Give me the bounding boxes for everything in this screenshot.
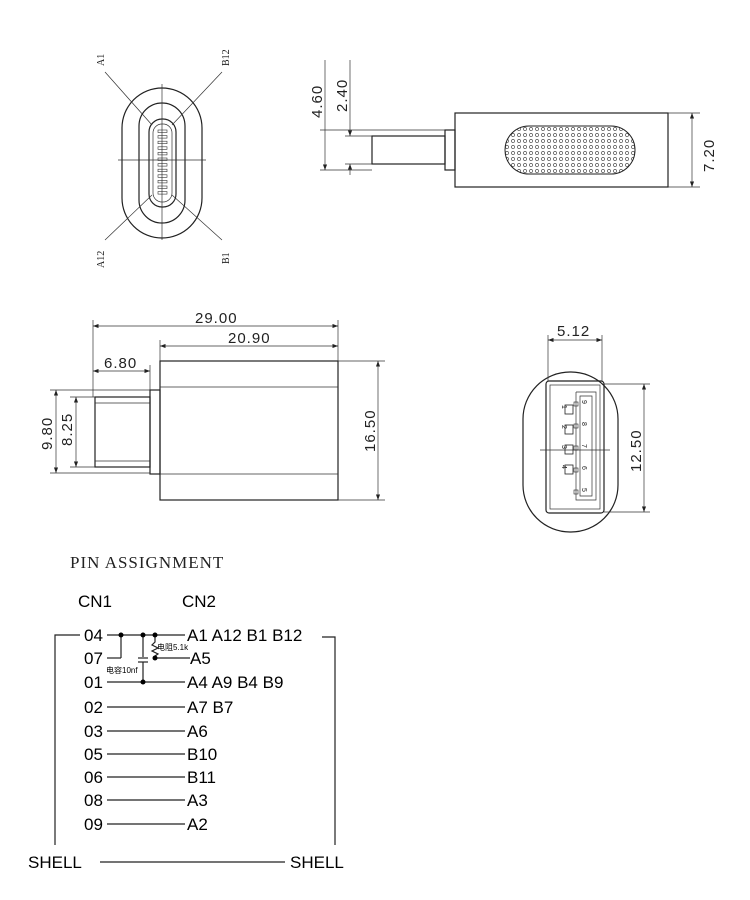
contact-pin — [157, 180, 168, 184]
pin-row: 07 A5 — [84, 649, 211, 668]
pin-row: 02 A7 B7 — [84, 698, 233, 717]
label-b12: B12 — [221, 49, 232, 66]
pin-row: 05 B10 — [84, 745, 217, 764]
pin-number: 4 — [560, 465, 567, 469]
contact-pin — [157, 129, 168, 133]
cn1-pin: 01 — [84, 673, 103, 692]
shell-left: SHELL — [28, 853, 82, 872]
cn2-pin: A2 — [187, 815, 208, 834]
cn1-pin: 08 — [84, 791, 103, 810]
cn1-pin: 05 — [84, 745, 103, 764]
pin-contact — [564, 464, 574, 475]
cn2-pin: A7 B7 — [187, 698, 233, 717]
cn1-pin: 03 — [84, 722, 103, 741]
pin-contact — [573, 489, 579, 495]
contact-pin — [157, 157, 168, 161]
capacitor-label: 电容10nf — [106, 665, 138, 675]
usb-c-front-view: A1 B12 A12 B1 — [96, 49, 232, 268]
grip-texture — [504, 125, 636, 175]
contact-pin — [157, 146, 168, 150]
contact-pin — [157, 185, 168, 189]
pin-number: 9 — [580, 400, 587, 404]
pin-row: 03 A6 — [84, 722, 208, 741]
label-a12: A12 — [96, 251, 107, 268]
pin-row: 09 A2 — [84, 815, 208, 834]
contact-pin — [157, 168, 168, 172]
cn2-pin: A4 A9 B4 B9 — [187, 673, 283, 692]
dim-2-40: 2.40 — [334, 79, 351, 112]
contact-pin — [157, 135, 168, 139]
contact-pin — [157, 191, 168, 195]
side-view: 4.60 2.40 7.20 — [309, 60, 718, 188]
cn1-pin: 06 — [84, 768, 103, 787]
pin-contact — [573, 423, 579, 429]
cn2-pin: A5 — [190, 649, 211, 668]
dim-7-20: 7.20 — [701, 139, 718, 172]
pin-number: 2 — [560, 425, 567, 429]
cn1-pin: 04 — [84, 626, 103, 645]
shell-right: SHELL — [290, 853, 344, 872]
pin-row: 06 B11 — [84, 768, 216, 787]
pin-number: 7 — [580, 444, 587, 448]
cn2-header: CN2 — [182, 592, 216, 611]
pin-number: 6 — [580, 466, 587, 470]
cn1-pin: 07 — [84, 649, 103, 668]
pin-contact — [573, 445, 579, 451]
dim-16-50: 16.50 — [362, 409, 379, 452]
pin-number: 3 — [560, 445, 567, 449]
resistor-label: 电阻5.1k — [157, 642, 189, 652]
contact-pin — [157, 174, 168, 178]
pin-number: 8 — [580, 422, 587, 426]
cn1-pin: 02 — [84, 698, 103, 717]
cn2-pin: B10 — [187, 745, 217, 764]
top-view: 29.00 20.90 6.80 9.80 8.25 16.50 — [39, 310, 385, 501]
pin-contact — [573, 467, 579, 473]
dim-29-00: 29.00 — [195, 310, 238, 327]
dim-4-60: 4.60 — [309, 85, 326, 118]
usb-a-front-view: 1 2 3 4 5 6 7 8 9 5.12 12.50 — [522, 323, 650, 533]
label-b1: B1 — [221, 252, 232, 264]
dim-8-25: 8.25 — [59, 413, 76, 446]
cn1-header: CN1 — [78, 592, 112, 611]
cn1-pin: 09 — [84, 815, 103, 834]
pin-assignment-schematic: PIN ASSIGNMENT CN1 CN2 04 A1 A12 B1 B12 07… — [28, 553, 344, 872]
dim-12-50: 12.50 — [628, 429, 645, 472]
pin-contact — [564, 424, 574, 435]
contact-pin — [157, 152, 168, 156]
pin-assignment-title: PIN ASSIGNMENT — [70, 553, 224, 572]
dim-6-80: 6.80 — [104, 355, 137, 372]
cn2-pin: A6 — [187, 722, 208, 741]
label-a1: A1 — [96, 54, 107, 66]
pin-row: 01 A4 A9 B4 B9 — [84, 673, 283, 692]
pin-number: 5 — [580, 488, 587, 492]
pin-contact — [573, 401, 579, 407]
contact-pin — [157, 163, 168, 167]
cn2-pin: B11 — [187, 768, 216, 787]
dim-5-12: 5.12 — [557, 323, 590, 340]
dim-9-80: 9.80 — [39, 417, 56, 450]
pin-number: 1 — [560, 405, 567, 409]
cn2-pin: A3 — [187, 791, 208, 810]
contact-pin — [157, 140, 168, 144]
pin-row: 04 A1 A12 B1 B12 — [84, 626, 302, 645]
cn2-pin: A1 A12 B1 B12 — [187, 626, 302, 645]
dim-20-90: 20.90 — [228, 330, 271, 347]
pin-contact — [564, 444, 574, 455]
pin-row: 08 A3 — [84, 791, 208, 810]
pin-contact — [564, 404, 574, 415]
